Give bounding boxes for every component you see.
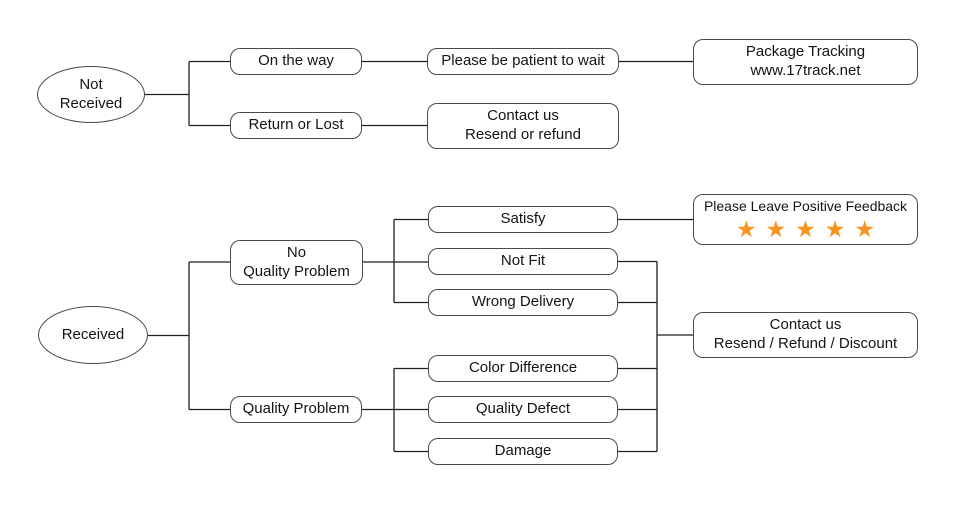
node-label: Received xyxy=(61,325,125,343)
node-label: Not Fit xyxy=(500,252,546,270)
node-label: Color Difference xyxy=(468,359,578,377)
node-label: Wrong Delivery xyxy=(471,293,575,311)
node-no-quality-problem: No Quality Problem xyxy=(230,240,363,285)
node-label: Return or Lost xyxy=(248,116,344,134)
five-star-rating-icon: ★★★★★ xyxy=(735,215,885,242)
node-label: Contact us xyxy=(487,107,559,125)
node-wrong-delivery: Wrong Delivery xyxy=(428,289,618,316)
node-label: Please be patient to wait xyxy=(441,52,605,70)
node-contact-us-resend-refund: Contact us Resend or refund xyxy=(427,103,619,149)
node-label: Satisfy xyxy=(500,210,546,228)
node-positive-feedback: Please Leave Positive Feedback ★★★★★ xyxy=(693,194,918,245)
node-label: Resend or refund xyxy=(465,126,581,143)
node-quality-defect: Quality Defect xyxy=(428,396,618,423)
node-label: Contact us xyxy=(769,316,842,334)
node-color-difference: Color Difference xyxy=(428,355,618,382)
node-not-fit: Not Fit xyxy=(428,248,618,275)
node-not-received: Not Received xyxy=(37,66,145,123)
node-label: Please Leave Positive Feedback xyxy=(703,198,908,215)
node-label: Package Tracking xyxy=(745,43,866,61)
node-label: Not xyxy=(79,75,103,93)
node-label: www.17track.net xyxy=(750,62,861,79)
node-label: Damage xyxy=(494,442,552,460)
node-label: Quality Defect xyxy=(475,400,571,418)
node-label: Quality Problem xyxy=(243,262,350,280)
node-received: Received xyxy=(38,306,148,364)
node-label: Resend / Refund / Discount xyxy=(713,335,898,352)
node-satisfy: Satisfy xyxy=(428,206,618,233)
node-please-be-patient: Please be patient to wait xyxy=(427,48,619,75)
node-contact-us-resend-refund-discount: Contact us Resend / Refund / Discount xyxy=(693,312,918,358)
node-label: No xyxy=(286,243,307,261)
node-damage: Damage xyxy=(428,438,618,465)
node-label: Quality Problem xyxy=(242,400,350,418)
node-return-or-lost: Return or Lost xyxy=(230,112,362,139)
node-quality-problem: Quality Problem xyxy=(230,396,362,423)
node-label: On the way xyxy=(258,52,334,70)
node-on-the-way: On the way xyxy=(230,48,362,75)
node-label: Received xyxy=(59,94,123,112)
node-package-tracking: Package Tracking www.17track.net xyxy=(693,39,918,85)
